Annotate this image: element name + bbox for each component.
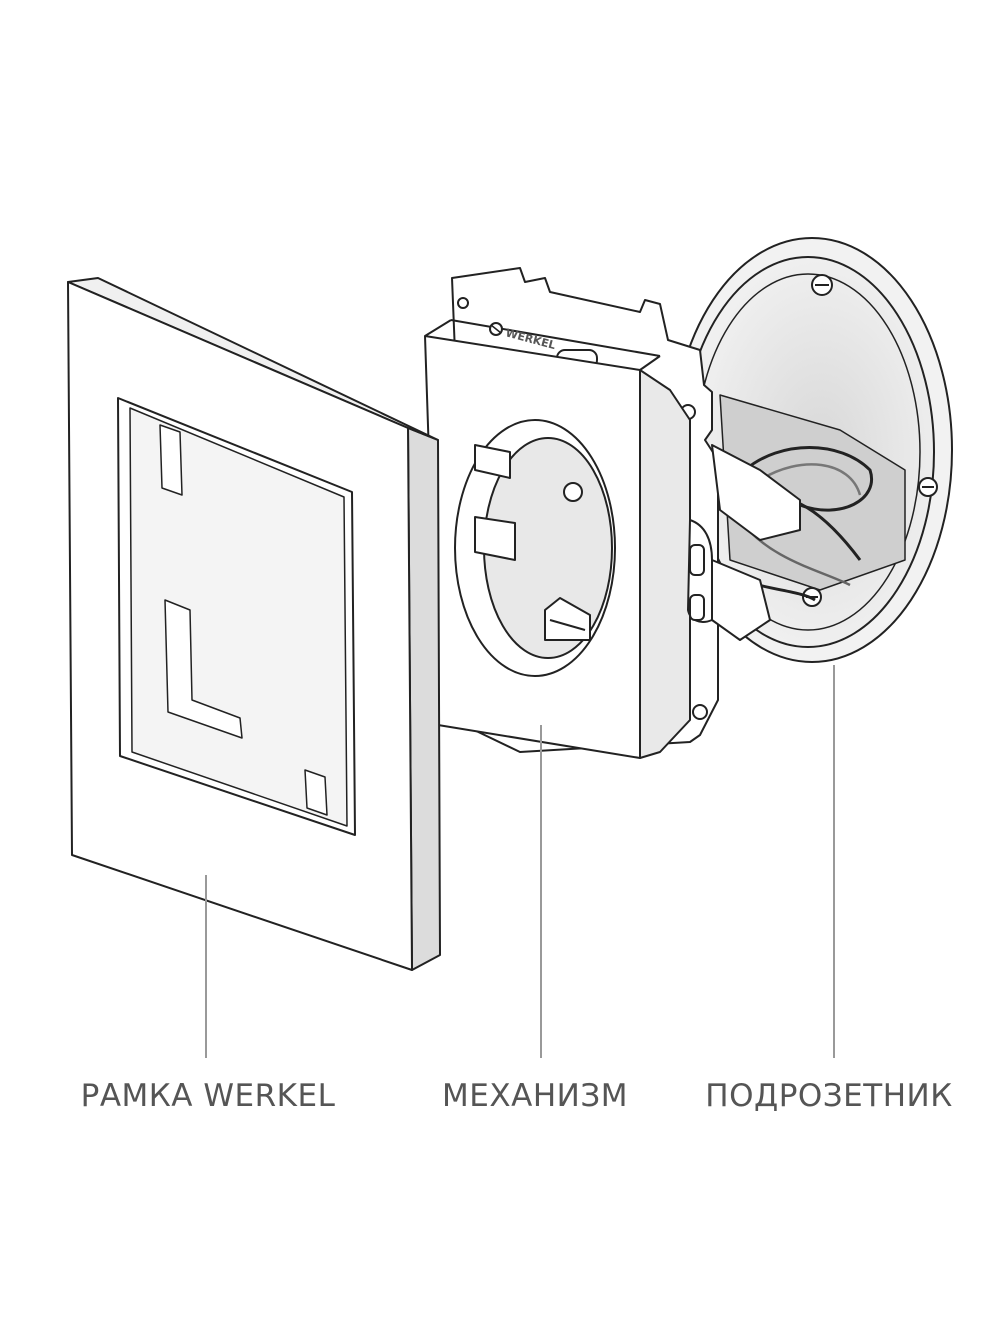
mechanism-drawing bbox=[424, 267, 801, 759]
back-box-label: ПОДРОЗЕТНИК bbox=[705, 1078, 953, 1114]
back-box-drawing bbox=[671, 237, 953, 663]
frame-drawing bbox=[67, 277, 441, 971]
frame-label: РАМКА WERKEL bbox=[80, 1078, 336, 1114]
mechanism-label: МЕХАНИЗМ bbox=[442, 1078, 628, 1114]
leader-lines bbox=[205, 665, 835, 1058]
